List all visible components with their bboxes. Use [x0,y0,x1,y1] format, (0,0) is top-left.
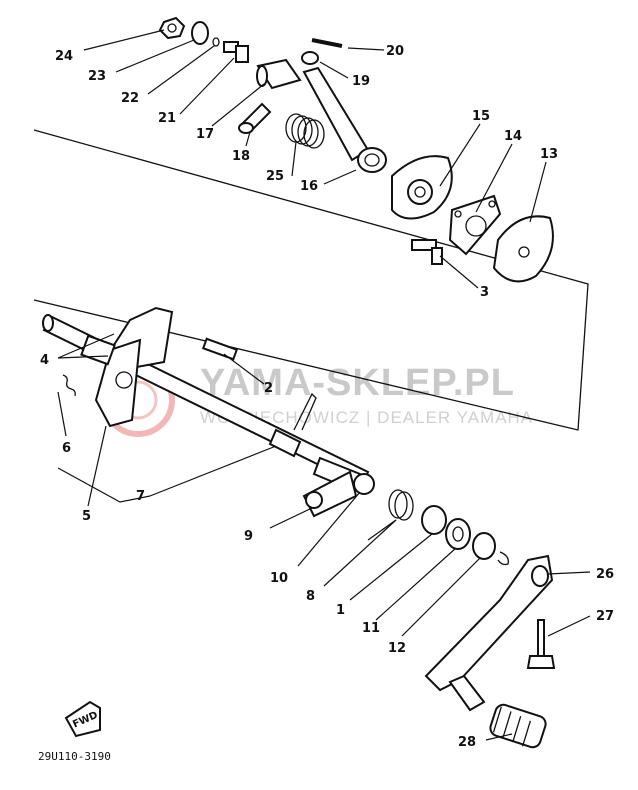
part-21-pin [223,41,249,63]
part-22-clip [212,37,220,47]
callout-22: 22 [121,91,139,106]
callout-labels: 24 23 22 21 20 19 17 18 25 16 15 14 13 3… [40,44,614,750]
callout-28: 28 [458,735,476,750]
part-9-lever [302,470,375,518]
callout-16: 16 [300,179,318,194]
callout-21: 21 [158,111,176,126]
leader-lines [57,29,591,741]
watermark: YAMA-SKLEP.PL WOJCIECHOWICZ | DEALER YAM… [101,362,533,437]
shaft-spring-wire [293,392,317,431]
part-4-shift-arm [80,306,174,428]
part-24-nut [158,16,186,40]
callout-27: 27 [596,609,614,624]
part-27-bolt [526,619,556,669]
callout-8: 8 [306,589,315,604]
callout-1: 1 [336,603,345,618]
callout-24: 24 [55,49,73,64]
part-11-seal [445,518,471,550]
part-20-screw [311,38,343,48]
callout-5: 5 [82,509,91,524]
callout-12: 12 [388,641,406,656]
part-15-stopper-plate [391,155,453,220]
part-18-pin [238,102,272,134]
part-26-shift-pedal [424,554,554,712]
part-25-spring [285,113,325,149]
part-16-arm [302,66,387,173]
part-3-bolt [411,239,443,265]
part-14-plate [448,194,502,256]
callout-18: 18 [232,149,250,164]
callout-4: 4 [40,353,49,368]
callout-19: 19 [352,74,370,89]
callout-9: 9 [244,529,253,544]
callout-11: 11 [362,621,380,636]
fwd-arrow-icon: FWD [64,700,101,738]
part-6-spring [62,374,76,397]
callout-25: 25 [266,169,284,184]
callout-26: 26 [596,567,614,582]
part-12-clip [497,551,509,566]
part-13-segment [492,215,554,283]
part-2-pin [201,337,239,361]
part-23-washer [191,21,209,45]
callout-13: 13 [540,147,558,162]
part-8-spring [367,489,414,541]
callout-10: 10 [270,571,288,586]
watermark-sub-text: WOJCIECHOWICZ | DEALER YAMAHA [200,408,533,427]
part-28-pedal-rubber [489,703,547,749]
callout-3: 3 [480,285,489,300]
watermark-main-text: YAMA-SKLEP.PL [200,362,515,404]
callout-6: 6 [62,441,71,456]
callout-14: 14 [504,129,522,144]
part-1-washer [421,505,447,535]
part-19-spacer [301,51,319,65]
callout-2: 2 [264,381,273,396]
callout-17: 17 [196,127,214,142]
callout-7: 7 [136,489,145,504]
callout-20: 20 [386,44,404,59]
assembly-outline [33,129,589,431]
callout-15: 15 [472,109,490,124]
part-12-washer [472,532,496,560]
callout-23: 23 [88,69,106,84]
diagram-code: 29U110-3190 [38,750,111,763]
